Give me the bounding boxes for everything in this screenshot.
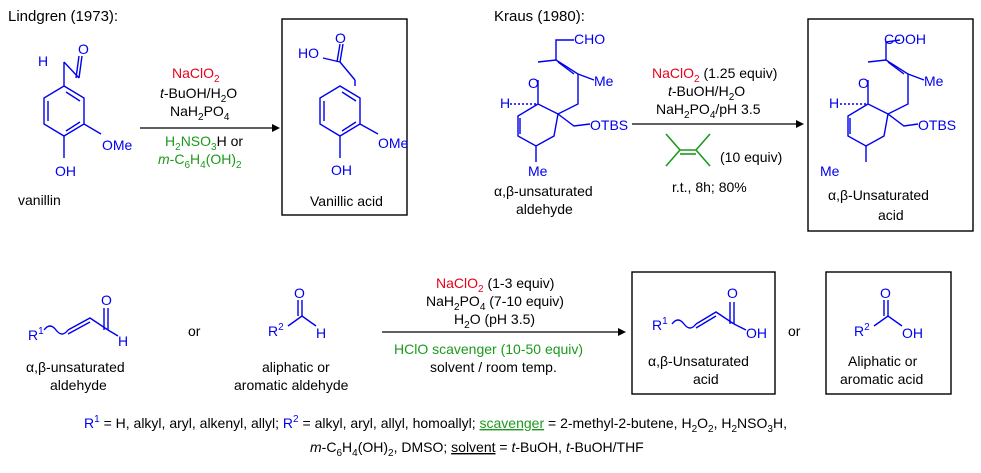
general-solvent: solvent / room temp. [430, 359, 557, 375]
acid-r1-label: R1 [652, 316, 668, 333]
vanillic-acid-label: Vanillic acid [310, 193, 383, 209]
vanillin-label: vanillin [18, 192, 61, 208]
enal-o-atom: O [101, 292, 112, 308]
lindgren-citation: Lindgren (1973): [8, 8, 118, 25]
aliphatic-acid-label-1: Aliphatic or [848, 353, 918, 369]
general-scavenger: HClO scavenger (10-50 equiv) [394, 341, 583, 357]
enal-label-2: aldehyde [50, 377, 107, 393]
methoxy-label: OMe [102, 137, 133, 153]
acid2-carbonyl-o: O [880, 285, 891, 301]
aldehyde-o-atom-2: O [294, 285, 305, 301]
aliphatic-acid-box [825, 271, 952, 395]
lindgren-scavenger-2: m-C6H4(OH)2 [158, 151, 242, 171]
unsaturated-acid-box [631, 271, 776, 395]
kraus-acid-structure: COOH O Me H OTBS Me [820, 31, 956, 179]
aldehyde-h-atom-2: H [316, 325, 326, 341]
kraus-me-label: Me [594, 73, 614, 89]
unsaturated-acid-label-2: acid [693, 371, 719, 387]
acid-hydroxy-label: OH [331, 162, 352, 178]
kraus-cho-label: CHO [574, 31, 605, 47]
kraus-acid-h-label: H [829, 95, 839, 111]
kraus-reactant-label-1: α,β-unsaturated [494, 183, 593, 199]
lindgren-solvent: t-BuOH/H2O [160, 85, 237, 105]
2-methyl-2-butene-structure [665, 133, 711, 167]
lindgren-panel: Lindgren (1973): H O OMe OH vanillin NaC… [8, 8, 409, 216]
or-text-1: or [188, 323, 201, 339]
kraus-conditions: r.t., 8h; 80% [672, 179, 747, 195]
lindgren-buffer: NaH2PO4 [170, 103, 230, 123]
unsaturated-acid-label-1: α,β-Unsaturated [648, 353, 749, 369]
aldehyde-structure: R2 O H [268, 285, 326, 341]
hydroxy-label: OH [55, 163, 76, 179]
kraus-acid-me-label: Me [924, 73, 944, 89]
vanillic-acid-box [281, 18, 408, 216]
kraus-product-label-1: α,β-Unsaturated [828, 187, 929, 203]
enal-h-atom: H [118, 333, 128, 349]
footnote: R1 = H, alkyl, aryl, alkenyl, allyl; R2 … [84, 414, 787, 459]
acid-oh-label: OH [746, 325, 767, 341]
kraus-otbs-label: OTBS [590, 117, 628, 133]
acid-carbonyl-o: O [727, 285, 738, 301]
general-oxidant: NaClO2 (1-3 equiv) [436, 275, 554, 295]
kraus-solvent: t-BuOH/H2O [668, 83, 745, 103]
enoic-acid-structure: R1 O OH [652, 285, 767, 341]
general-water: H2O (pH 3.5) [454, 311, 535, 331]
aldehyde-r-label: R2 [268, 322, 284, 339]
enal-structure: R1 O H [28, 292, 128, 349]
kraus-aldehyde-structure: CHO O Me H OTBS Me [500, 31, 628, 179]
kraus-acid-me2-label: Me [820, 163, 840, 179]
footnote-line-2: m-C6H4(OH)2, DMSO; solvent = t-BuOH, t-B… [310, 439, 644, 459]
lindgren-scavenger-1: H2NSO3H or [165, 133, 243, 153]
kraus-ring-o: O [528, 75, 539, 91]
kraus-me2-label: Me [528, 163, 548, 179]
vanillin-structure: H O OMe OH [38, 41, 133, 179]
acid-methoxy-label: OMe [378, 135, 409, 151]
vanillic-acid-structure: HO O OMe OH [298, 30, 409, 178]
general-panel: R1 O H α,β-unsaturated aldehyde or R2 O … [26, 271, 952, 395]
aldehyde-h-atom: H [38, 53, 48, 69]
kraus-citation: Kraus (1980): [494, 8, 585, 25]
aldehyde-label-2: aromatic aldehyde [234, 377, 349, 393]
carboxylic-acid-structure: R2 O OH [854, 285, 923, 341]
kraus-acid-otbs-label: OTBS [918, 117, 956, 133]
acid-r2-label: R2 [854, 322, 870, 339]
kraus-panel: Kraus (1980): CHO O Me H OTBS Me α,β-uns… [494, 8, 974, 232]
kraus-product-box [807, 18, 974, 232]
kraus-alkene-equiv: (10 equiv) [720, 149, 782, 165]
aldehyde-o-atom: O [78, 41, 89, 57]
aldehyde-label-1: aliphatic or [262, 359, 330, 375]
acid-o-atom: O [335, 30, 346, 46]
lindgren-oxidant: NaClO2 [172, 65, 220, 85]
general-buffer: NaH2PO4 (7-10 equiv) [426, 293, 564, 313]
enal-label-1: α,β-unsaturated [26, 359, 125, 375]
acid2-oh-label: OH [902, 325, 923, 341]
aliphatic-acid-label-2: aromatic acid [840, 371, 923, 387]
or-text-2: or [788, 323, 801, 339]
enal-r-label: R1 [28, 326, 44, 343]
kraus-reactant-label-2: aldehyde [516, 201, 573, 217]
kraus-product-label-2: acid [878, 207, 904, 223]
kraus-buffer: NaH2PO4/pH 3.5 [656, 101, 761, 121]
acid-ho-label: HO [298, 45, 319, 61]
footnote-line-1: R1 = H, alkyl, aryl, alkenyl, allyl; R2 … [84, 414, 787, 435]
kraus-oxidant: NaClO2 (1.25 equiv) [652, 65, 777, 85]
kraus-cooh-label: COOH [884, 31, 926, 47]
kraus-h-label: H [500, 95, 510, 111]
kraus-acid-ring-o: O [858, 75, 869, 91]
